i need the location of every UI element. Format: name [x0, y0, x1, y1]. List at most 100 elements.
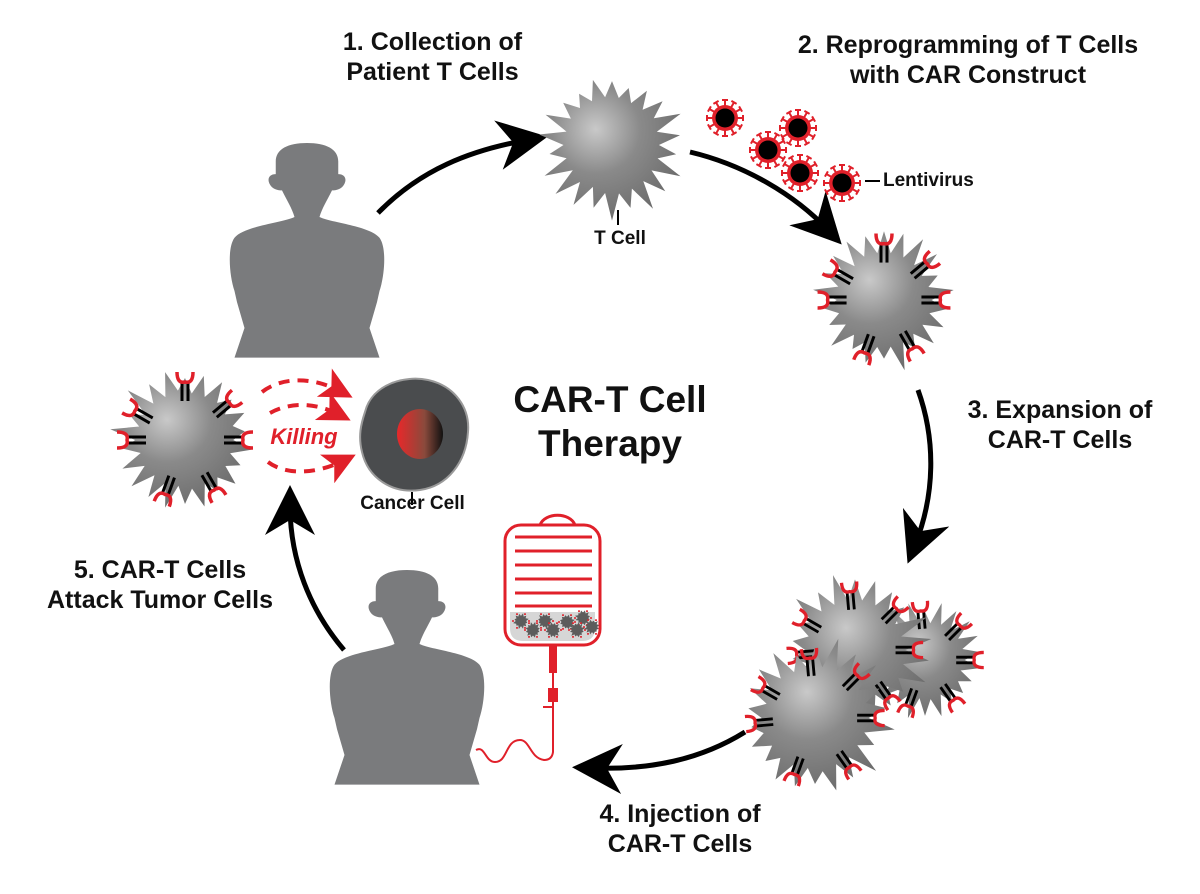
spike-head — [773, 132, 781, 137]
spike-head — [829, 165, 837, 170]
bag-cell-receptor — [599, 626, 601, 628]
receptor-stalk — [754, 723, 774, 728]
killing-arrows — [260, 368, 356, 484]
car-receptor-icon — [841, 662, 871, 692]
spike-head — [773, 163, 781, 168]
receptor-stalk — [134, 406, 154, 420]
step-1-line-2: Patient T Cells — [346, 57, 519, 86]
diagram-title: CAR-T Cell Therapy — [490, 378, 730, 467]
killing-arrow-top — [260, 368, 353, 398]
car-receptor-icon — [874, 680, 902, 712]
arrow-step3-to-4 — [902, 389, 950, 564]
killing-label: Killing — [270, 424, 338, 449]
spike-head — [811, 115, 816, 123]
receptor-stalk — [922, 609, 927, 629]
car-receptor-icon — [224, 430, 254, 450]
spike-head — [707, 123, 712, 131]
spike-head — [781, 155, 786, 163]
receptor-binding-site — [852, 662, 871, 681]
receptor-stalk — [898, 333, 912, 352]
receptor-binding-site — [922, 249, 942, 270]
bag-cell-receptor — [562, 627, 564, 630]
receptor-binding-site — [874, 233, 894, 246]
iv-bag-car-t-cells — [512, 610, 601, 638]
car-receptor-icon — [750, 675, 781, 701]
bag-cell-receptor — [548, 613, 550, 616]
receptor-stalk — [762, 683, 781, 696]
car-receptor-icon — [939, 683, 967, 714]
car-receptor-icon — [799, 647, 819, 677]
spike-head — [730, 131, 738, 136]
receptor-stalk — [759, 688, 778, 701]
bag-cell-body — [513, 613, 529, 629]
expanded-car-t-cluster — [744, 575, 984, 791]
person-silhouette-shape — [229, 143, 385, 358]
iv-bag-level-lines — [515, 535, 592, 608]
receptor-stalk — [909, 689, 919, 709]
spike-head — [755, 132, 763, 137]
expanded-car-t-cell — [744, 638, 895, 791]
car-receptor-icon — [956, 650, 984, 670]
bag-cell-receptor — [528, 622, 530, 625]
bag-cell-body — [538, 614, 553, 629]
step-1-label: 1. Collection of Patient T Cells — [300, 28, 565, 87]
receptor-stalk — [903, 687, 913, 707]
receptor-stalk — [845, 675, 862, 692]
patient-silhouette-bottom — [329, 570, 485, 785]
spike-head — [712, 100, 720, 105]
receptor-stalk — [832, 272, 851, 286]
person-silhouette-shape — [329, 570, 485, 785]
bag-cell-receptor — [524, 626, 526, 629]
receptor-stalk — [841, 671, 858, 688]
receptor-stalk — [879, 680, 893, 698]
spike-head — [803, 110, 811, 115]
bag-cell-receptor — [572, 622, 574, 625]
car-receptor-icon — [821, 258, 854, 286]
receptor-stalk — [215, 403, 234, 419]
iv-drip-chamber — [549, 645, 557, 673]
receptor-binding-site — [782, 771, 802, 787]
bag-cell-receptor — [574, 617, 576, 619]
car-receptor-icon — [895, 640, 924, 660]
receptor-binding-site — [972, 650, 984, 670]
bag-car-t-cell — [544, 622, 562, 638]
spike-head — [755, 163, 763, 168]
receptor-stalk — [880, 604, 897, 621]
bag-cell-body — [569, 622, 585, 638]
receptor-binding-site — [786, 646, 799, 666]
receptor-stalk — [790, 756, 800, 775]
car-t-cell-attacking-icon — [110, 371, 254, 508]
spike-head — [780, 133, 785, 141]
spike-head — [738, 123, 743, 131]
iv-bag-hanger — [538, 513, 577, 526]
spike-head — [824, 188, 829, 196]
car-receptor-icon — [744, 714, 774, 734]
step-3-label: 3. Expansion of CAR-T Cells — [940, 396, 1180, 455]
lentivirus-particle — [749, 131, 787, 169]
cell-body — [813, 231, 954, 371]
receptor-binding-site — [911, 640, 924, 660]
receptor-binding-site — [207, 486, 228, 504]
receptor-stalk — [874, 684, 888, 702]
title-line-1: CAR-T Cell — [513, 379, 707, 420]
cell-body — [110, 372, 252, 508]
receptor-stalk — [948, 625, 964, 641]
car-receptor-icon — [944, 611, 974, 641]
car-receptor-icon — [880, 595, 910, 625]
spike-head — [787, 155, 795, 160]
receptor-binding-site — [883, 694, 902, 712]
receptor-stalk — [913, 264, 931, 280]
arrow-step2-to-3 — [689, 149, 842, 245]
receptor-stalk — [865, 335, 876, 356]
receptor-stalk — [860, 333, 870, 354]
bag-cell-receptor — [528, 620, 530, 622]
bag-cell-receptor — [586, 610, 588, 613]
step-2-label: 2. Reprogramming of T Cells with CAR Con… — [758, 31, 1178, 90]
bag-car-t-cell — [536, 613, 554, 629]
step-4-label: 4. Injection of CAR-T Cells — [560, 800, 800, 859]
car-receptor-icon — [200, 471, 228, 504]
car-receptor-icon — [835, 750, 863, 781]
receptor-stalk — [904, 330, 917, 349]
receptor-stalk — [835, 267, 854, 280]
